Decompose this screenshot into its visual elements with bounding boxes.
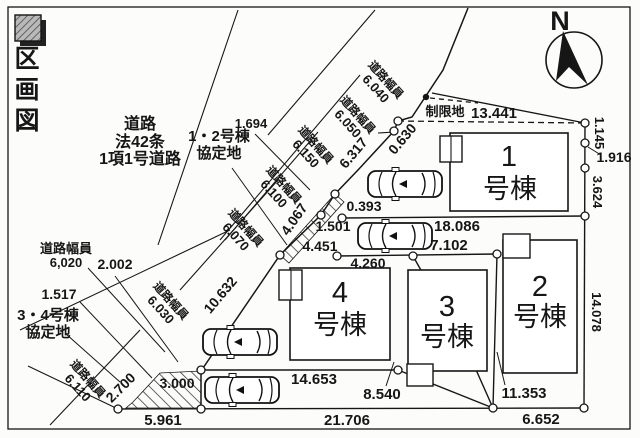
- dim-10632: 10.632: [200, 273, 240, 316]
- road-law-line3: 1項1号道路: [99, 151, 181, 168]
- dim-8540: 8.540: [363, 386, 401, 403]
- building-3-footprint: [406, 269, 488, 387]
- building-1-label: 1 号棟: [483, 141, 537, 204]
- road-width-label: 道路幅員 6.040: [359, 58, 406, 106]
- road-law-label: 道路 法42条 1項1号道路: [84, 116, 196, 169]
- dim-3000: 3.000: [159, 375, 194, 391]
- svg-text:号棟: 号棟: [420, 322, 474, 352]
- drawing-frame: [7, 6, 631, 430]
- dim-1517: 1.517: [41, 286, 76, 302]
- restricted-area-lines: [377, 92, 586, 134]
- building-4-footprint: [278, 267, 391, 361]
- dim-0393: 0.393: [346, 198, 381, 214]
- svg-text:1: 1: [501, 141, 517, 173]
- page-title: 区画図: [11, 45, 39, 138]
- dim-5961: 5.961: [144, 412, 182, 429]
- svg-text:2: 2: [532, 271, 548, 303]
- road-law-line1: 道路: [123, 116, 156, 133]
- road-lines: [19, 9, 376, 426]
- dim-21706: 21.706: [324, 412, 370, 429]
- road-law-line2: 法42条: [115, 133, 165, 151]
- car-icon: [202, 324, 278, 360]
- road-width-label: 道路幅員 6.070: [219, 206, 266, 254]
- svg-text:3: 3: [439, 291, 455, 323]
- road-width-caption: 道路幅員: [39, 241, 92, 256]
- svg-text:号棟: 号棟: [313, 310, 367, 340]
- svg-text:4: 4: [332, 277, 348, 309]
- dim-14078: 14.078: [589, 292, 604, 332]
- dim-13441: 13.441: [471, 105, 517, 122]
- road-width-value: 6,020: [49, 255, 83, 270]
- agreement-12-line1: 1・2号棟: [188, 128, 250, 145]
- agreement-34-line2: 協定地: [25, 323, 71, 341]
- dim-1916: 1.916: [596, 149, 631, 165]
- legend-square-icon: [14, 14, 46, 46]
- road-front-boundary: [200, 7, 469, 408]
- building-1-footprint: [439, 132, 569, 212]
- road-width-label: 道路幅員 6.030: [144, 279, 191, 327]
- building-3-label: 3 号棟: [420, 291, 474, 352]
- dim-1145: 1.145: [592, 117, 607, 150]
- agreement-area-34-label: 3・4号棟 協定地: [15, 307, 81, 341]
- survey-points: [113, 116, 590, 414]
- restricted-area-label: 制限地: [425, 104, 464, 119]
- car-icon: [357, 218, 433, 254]
- dim-3624: 3.624: [590, 176, 605, 209]
- car-icon: [367, 166, 443, 202]
- dim-4260: 4.260: [350, 255, 385, 271]
- dim-14653: 14.653: [291, 371, 337, 388]
- north-compass-icon: N: [545, 6, 603, 89]
- building-2-footprint: [502, 233, 578, 374]
- dim-0630: 0.630: [385, 120, 420, 157]
- dim-4451: 4.451: [302, 238, 337, 254]
- svg-text:号棟: 号棟: [483, 174, 537, 204]
- dim-7102: 7.102: [430, 237, 468, 254]
- dim-2002: 2.002: [97, 256, 132, 272]
- road-width-label: 道路幅員 6.050: [331, 93, 378, 141]
- svg-text:号棟: 号棟: [513, 302, 567, 332]
- car-icon: [204, 372, 280, 408]
- dim-6317: 6.317: [336, 134, 371, 171]
- dim-1694: 1.694: [235, 116, 268, 131]
- agreement-area-12-label: 1・2号棟 協定地: [183, 128, 255, 162]
- dim-11353: 11.353: [501, 385, 546, 402]
- dim-18086: 18.086: [434, 218, 480, 235]
- road-width-6020-label: 道路幅員 6,020: [33, 242, 99, 270]
- dim-2700: 2.700: [102, 369, 138, 405]
- dim-1501: 1.501: [315, 218, 350, 234]
- building-2-label: 2 号棟: [513, 271, 567, 332]
- hatched-strip-area: [279, 193, 345, 264]
- leader-lines: [65, 133, 602, 387]
- compass-north-label: N: [550, 6, 570, 36]
- building-4-label: 4 号棟: [313, 277, 367, 340]
- agreement-12-line2: 協定地: [196, 144, 242, 162]
- dim-6652: 6.652: [522, 411, 560, 428]
- road-width-label: 道路幅員 6.150: [289, 123, 336, 171]
- agreement-34-line1: 3・4号棟: [17, 307, 79, 324]
